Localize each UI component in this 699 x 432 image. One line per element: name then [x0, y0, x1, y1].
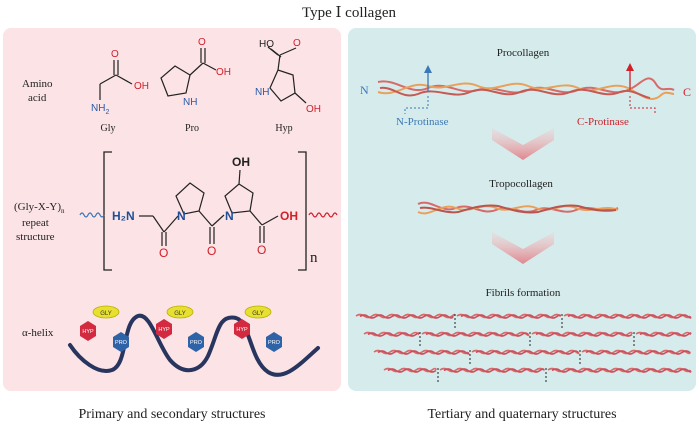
svg-text:GLY: GLY	[174, 311, 186, 317]
fibril-segment	[439, 367, 545, 373]
hyp-tag-2: HYP	[156, 319, 172, 339]
hyp-o: O	[293, 38, 301, 49]
repeat-wave-right	[308, 212, 338, 218]
svg-text:GLY: GLY	[100, 311, 112, 317]
fibril-segment	[383, 367, 437, 373]
fibril-segment	[363, 331, 420, 337]
fibril-segment	[355, 313, 456, 319]
down-chevron-2	[492, 232, 554, 264]
svg-text:HYP: HYP	[82, 329, 94, 335]
hyp-tag-1: HYP	[80, 321, 96, 341]
gly-oh: OH	[134, 81, 149, 92]
fibril-gap-lines	[419, 314, 635, 384]
repeat-brackets	[103, 151, 307, 271]
repeat-n-subscript: n	[310, 250, 318, 266]
pro-tag-3: PRO	[266, 332, 282, 352]
procollagen-helix	[377, 77, 675, 100]
svg-text:PRO: PRO	[268, 340, 281, 346]
right-panel	[348, 28, 696, 391]
left-panel	[3, 28, 341, 391]
pro-tag-1: PRO	[113, 332, 129, 352]
figure-title: Type Ⅰ collagen	[302, 5, 397, 21]
fibril-segment	[547, 367, 692, 373]
svg-text:HYP: HYP	[158, 327, 170, 333]
procollagen-label: Procollagen	[497, 47, 550, 59]
hyp-ho: HO	[259, 39, 274, 50]
hyp-name: Hyp	[275, 123, 292, 134]
pro-structure	[160, 48, 217, 97]
svg-text:HYP: HYP	[236, 327, 248, 333]
svg-text:PRO: PRO	[190, 340, 203, 346]
fibrils-array	[355, 313, 692, 373]
helix-backbone	[68, 313, 320, 377]
down-chevron-1	[492, 128, 554, 160]
tropocollagen-label: Tropocollagen	[489, 178, 553, 190]
fibril-segment	[635, 331, 692, 337]
c-protinase-leader	[629, 96, 656, 114]
gly-tag-2: GLY	[166, 305, 194, 319]
repeat-n2: N	[225, 209, 234, 223]
fibril-segment	[531, 331, 633, 337]
n-cleavage-arrow	[424, 65, 432, 92]
pro-oh: OH	[216, 67, 231, 78]
c-cleavage-arrow	[626, 63, 634, 90]
n-protinase-leader	[404, 96, 429, 114]
repeat-oh-right: OH	[280, 209, 298, 223]
n-protinase-label: N-Protinase	[396, 116, 449, 128]
repeat-o2: O	[207, 244, 216, 258]
hyp-tag-3: HYP	[234, 319, 250, 339]
right-caption: Tertiary and quaternary structures	[427, 407, 616, 422]
gly-tag-1: GLY	[92, 305, 120, 319]
svg-text:PRO: PRO	[115, 340, 128, 346]
hyp-oh: OH	[306, 104, 321, 115]
hyp-nh: NH	[255, 87, 269, 98]
pro-o: O	[198, 37, 206, 48]
c-terminus-label: C	[683, 85, 691, 99]
fibril-segment	[456, 313, 561, 319]
gly-nh2: NH2	[91, 103, 109, 116]
fibril-segment	[421, 331, 530, 337]
gly-tag-3: GLY	[244, 305, 272, 319]
tropocollagen-helix	[417, 201, 619, 215]
fibril-segment	[581, 349, 691, 355]
helix-label: α-helix	[22, 327, 54, 339]
left-caption: Primary and secondary structures	[79, 407, 266, 422]
repeat-h2n: H₂N	[112, 209, 135, 223]
repeat-label: (Gly-X-Y)n repeat structure	[14, 201, 67, 243]
gly-o: O	[111, 49, 119, 60]
gly-name: Gly	[101, 123, 116, 134]
amino-acid-label: Amino acid	[22, 78, 55, 104]
repeat-molecule	[139, 169, 279, 246]
repeat-o1: O	[159, 246, 168, 260]
svg-text:GLY: GLY	[252, 311, 264, 317]
fibrils-label: Fibrils formation	[486, 287, 561, 299]
fibril-segment	[563, 313, 692, 319]
hyp-structure	[267, 46, 307, 104]
repeat-o3: O	[257, 243, 266, 257]
n-terminus-label: N	[360, 83, 369, 97]
pro-tag-2: PRO	[188, 332, 204, 352]
fibril-segment	[373, 349, 470, 355]
repeat-n1: N	[177, 209, 186, 223]
pro-nh: NH	[183, 97, 197, 108]
pro-name: Pro	[185, 123, 199, 134]
gly-structure	[99, 60, 133, 100]
c-protinase-label: C-Protinase	[577, 116, 629, 128]
repeat-wave-left	[79, 212, 105, 218]
fibril-segment	[471, 349, 580, 355]
repeat-oh-top: OH	[232, 155, 250, 169]
